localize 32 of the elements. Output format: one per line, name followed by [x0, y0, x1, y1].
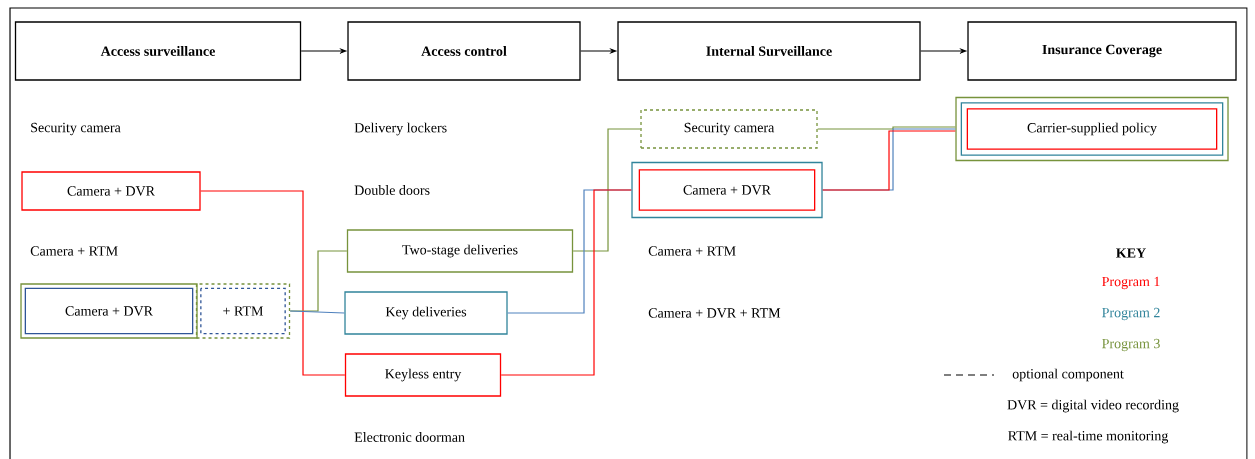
connector-line — [572, 128, 641, 252]
option-text: Electronic doorman — [354, 432, 465, 442]
program-box: Camera + DVR — [631, 161, 823, 219]
heading-box: Access surveillance — [14, 21, 302, 81]
legend-entry: optional component — [943, 368, 1124, 382]
program-box: Camera + DVR — [21, 171, 201, 211]
option-text: Security camera — [31, 122, 121, 136]
definition-text: DVR = digital video recording — [1007, 399, 1179, 413]
definition-text: RTM = real-time monitoring — [1008, 430, 1169, 444]
program-box: Two-stage deliveries — [346, 229, 574, 273]
option-text: Camera + DVR + RTM — [648, 308, 781, 318]
legend-entry: Program 1 — [1102, 276, 1160, 290]
connector-line — [289, 310, 345, 314]
program-box: Key deliveries — [344, 291, 508, 335]
heading-box: Access control — [347, 21, 581, 81]
option-text: Camera + RTM — [648, 246, 736, 256]
program-box: Security camera — [640, 109, 818, 149]
heading-box: Internal Surveillance — [617, 21, 921, 81]
heading-box: Insurance Coverage — [967, 21, 1237, 81]
program-box: Camera + DVR — [20, 283, 198, 339]
connector-line — [817, 126, 956, 130]
program-box: + RTM — [195, 283, 291, 339]
program-box: Keyless entry — [344, 353, 502, 397]
option-text: Delivery lockers — [354, 122, 447, 136]
legend-entry: Program 2 — [1102, 307, 1160, 321]
key-heading: KEY — [1116, 248, 1146, 258]
program-box: Carrier-supplied policy — [955, 96, 1229, 162]
option-text: Camera + RTM — [30, 246, 118, 256]
connector-line — [500, 189, 632, 376]
legend-entry: Program 3 — [1102, 338, 1160, 352]
connector-line — [200, 190, 346, 376]
option-text: Double doors — [354, 185, 430, 195]
